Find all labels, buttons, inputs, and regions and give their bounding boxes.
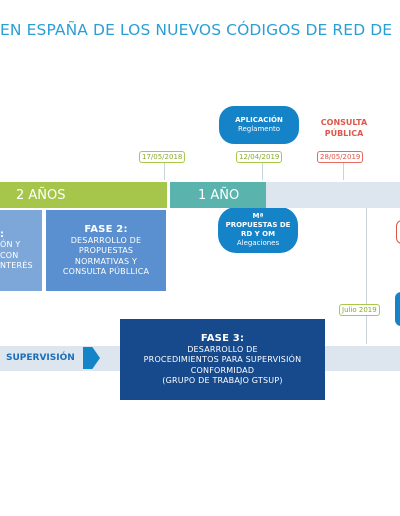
fase-line: CONFORMIDAD [190, 365, 255, 375]
consulta-publica-label: CONSULTA PÚBLICA [309, 117, 379, 139]
propuestas-rd-om-bubble: Mª PROPUESTAS DE RD Y OM Alegaciones [218, 207, 298, 253]
consulta-line: CONSULTA [320, 118, 368, 127]
fase-2-box: FASE 2: DESARROLLO DE PROPUESTAS NORMATI… [46, 210, 166, 291]
date-badge: 28/05/2019 [317, 151, 364, 163]
fase-3-heading: FASE 3: [200, 332, 245, 344]
fase-line: NTERÉS [0, 261, 33, 270]
one-year-bar: 1 AÑO [170, 182, 266, 208]
fase-line: : [0, 228, 5, 240]
guide-line [164, 160, 165, 180]
bubble-line: PROPUESTAS DE [225, 221, 291, 229]
aplicacion-reglamento-bubble: APLICACIÓN Reglamento [219, 106, 299, 144]
date-badge: Julio 2019 [339, 304, 380, 316]
edge-red-shape [396, 220, 400, 244]
bubble-line: Mª [252, 212, 264, 220]
guide-line [262, 160, 263, 180]
supervision-arrow-icon [83, 347, 100, 369]
fase-3-box: FASE 3: DESARROLLO DE PROCEDIMIENTOS PAR… [120, 319, 325, 400]
one-year-label: 1 AÑO [198, 187, 240, 203]
fase-line: DESARROLLO DE [70, 235, 142, 245]
fase-line: DESARROLLO DE [187, 344, 258, 354]
date-badge: 12/04/2019 [236, 151, 283, 163]
remaining-time-bar [266, 182, 400, 208]
guide-line [366, 208, 367, 344]
page-title: EN ESPAÑA DE LOS NUEVOS CÓDIGOS DE RED D… [0, 21, 393, 39]
guide-line [343, 160, 344, 180]
fase-line: ÓN Y [0, 240, 21, 249]
fase-2-heading: FASE 2: [84, 223, 128, 235]
fase-line: NORMATIVAS Y [74, 256, 138, 266]
fase-1-box: : ÓN Y CON NTERÉS [0, 210, 42, 291]
fase-line: PROPUESTAS [78, 246, 134, 255]
edge-blue-bubble [395, 292, 400, 326]
bubble-line: APLICACIÓN [235, 116, 283, 124]
fase-line: CONSULTA PÚBLLICA [62, 267, 150, 276]
two-years-label: 2 AÑOS [16, 187, 66, 203]
bubble-line: Alegaciones [236, 239, 280, 247]
fase-line: (GRUPO DE TRABAJO GTSUP) [162, 376, 283, 385]
supervision-label: SUPERVISIÓN [6, 353, 75, 363]
date-badge: 17/05/2018 [139, 151, 186, 163]
two-years-bar: 2 AÑOS [0, 182, 167, 208]
fase-line: CON [0, 250, 19, 260]
consulta-line: PÚBLICA [324, 129, 364, 138]
fase-line: PROCEDIMIENTOS PARA SUPERVISIÓN [143, 355, 302, 364]
bubble-line: Reglamento [237, 125, 281, 133]
bubble-line: RD Y OM [240, 230, 276, 238]
